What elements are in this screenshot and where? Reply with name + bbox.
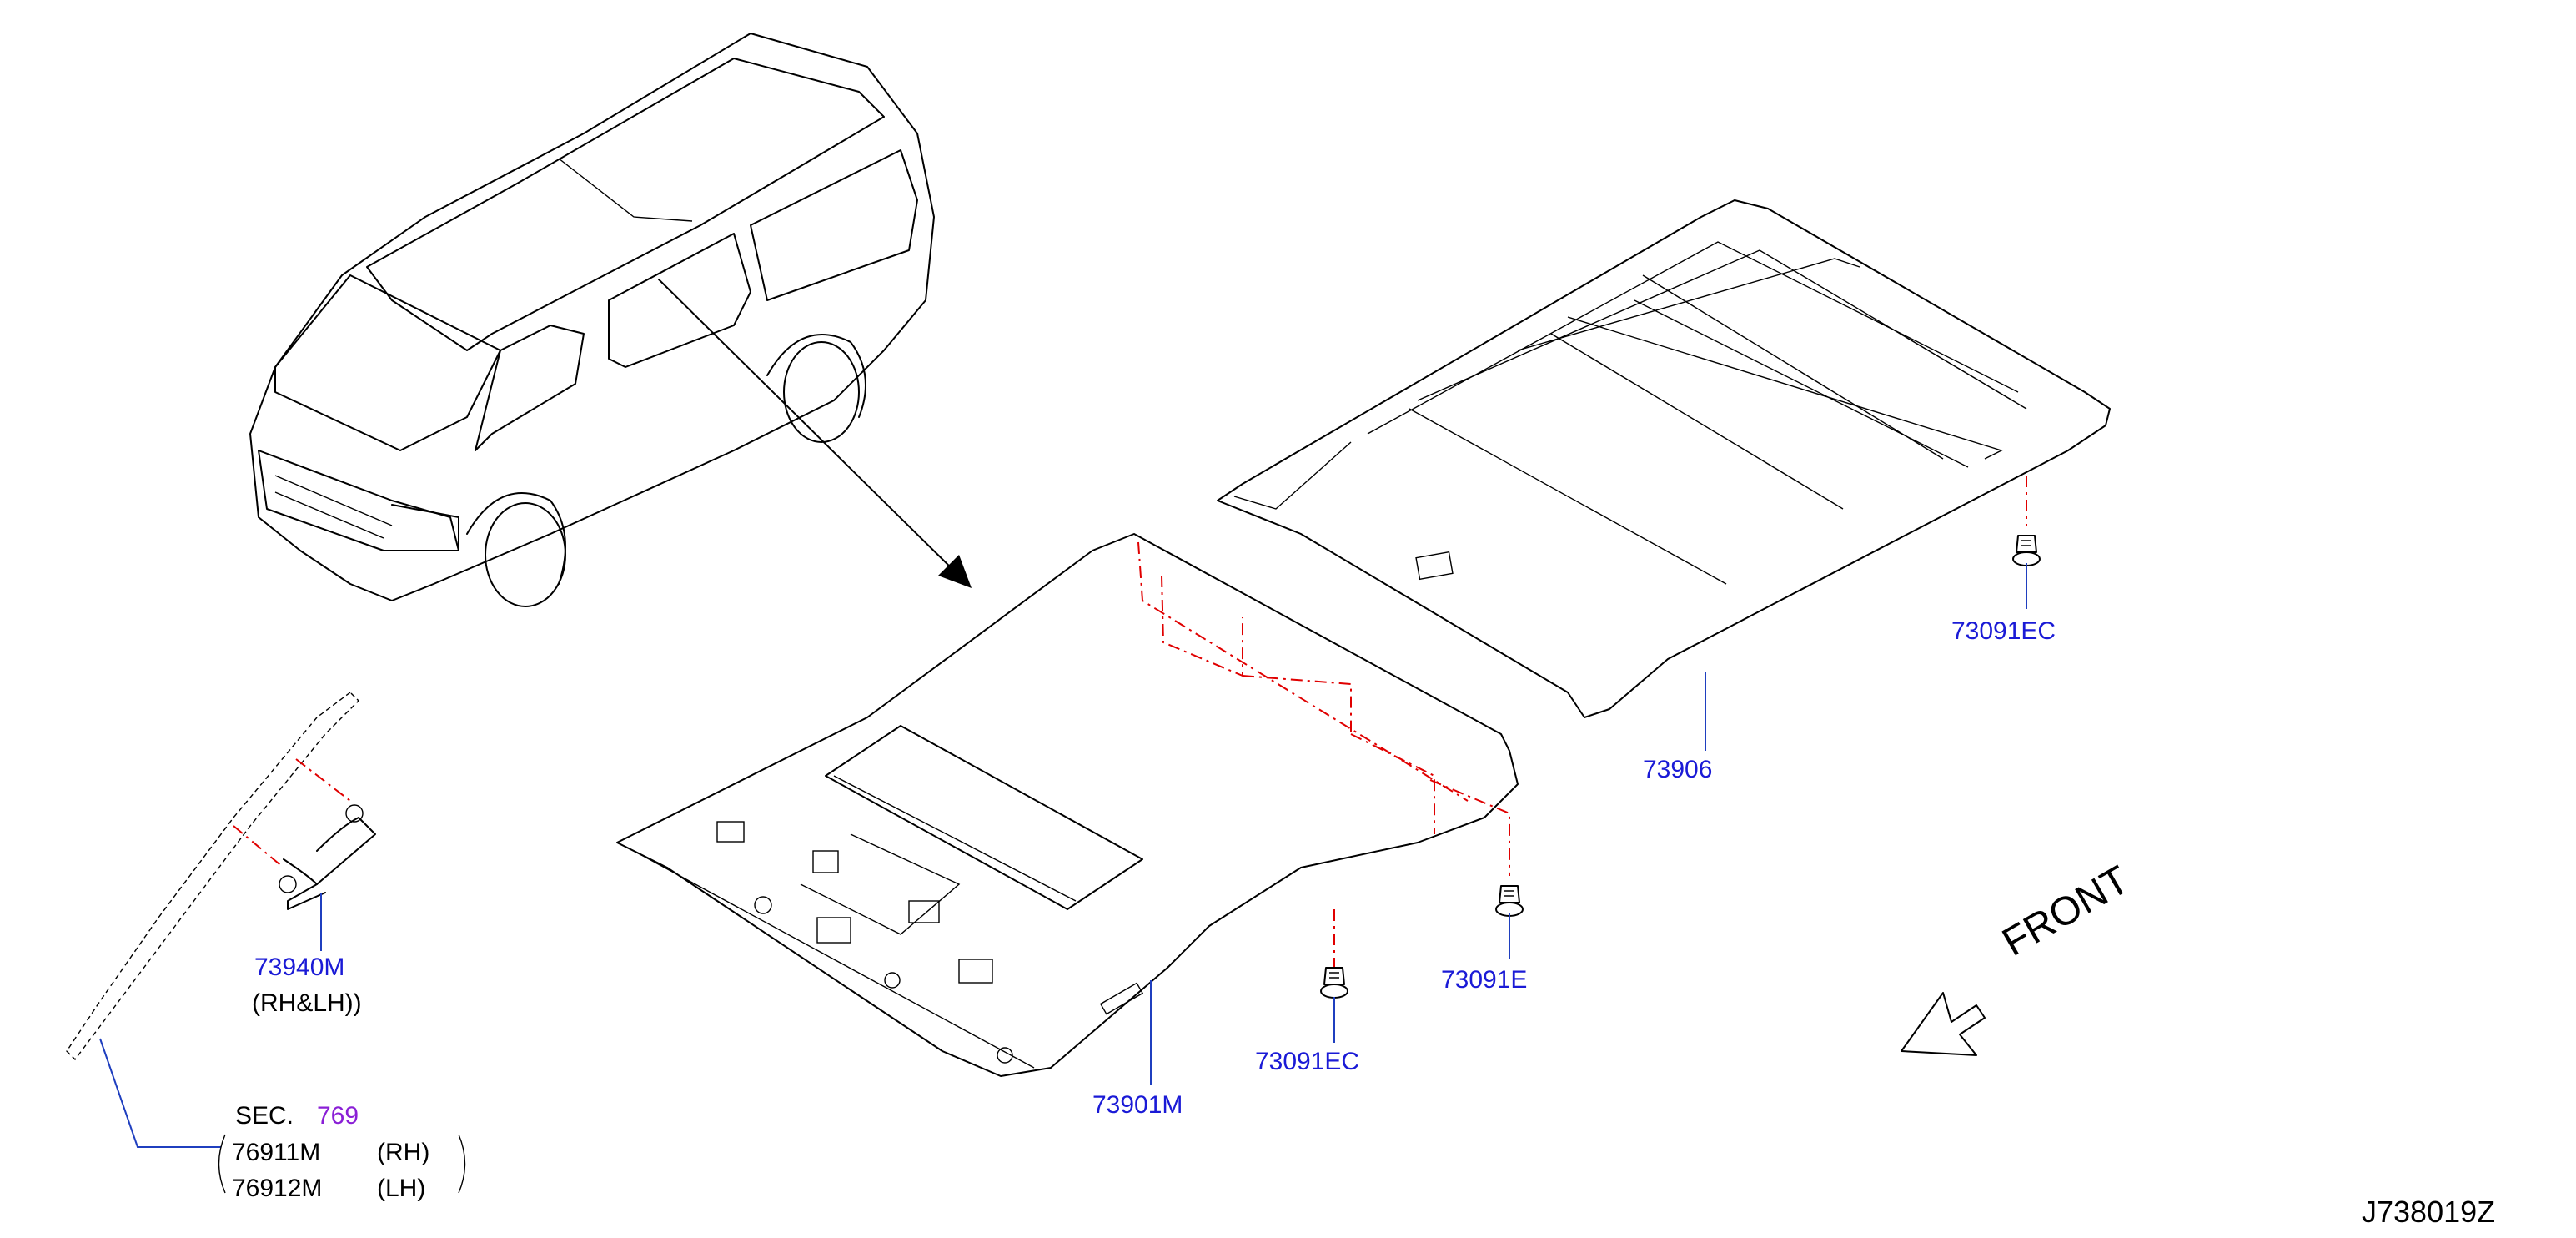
section-row-part: 76912M xyxy=(232,1175,323,1202)
part-label-73091EC-rear: 73091EC xyxy=(1951,617,2056,645)
section-prefix: SEC. xyxy=(235,1102,294,1130)
clip-73091EC-front-icon xyxy=(1320,967,1348,999)
part-label-73091E: 73091E xyxy=(1441,966,1528,994)
part-note-rh-lh: (RH&LH)) xyxy=(252,989,362,1017)
section-row-side: (LH) xyxy=(377,1175,426,1202)
front-headlining-panel xyxy=(616,533,1519,1077)
part-label-73901M: 73901M xyxy=(1092,1091,1183,1119)
part-label-73940M: 73940M xyxy=(254,954,345,981)
clip-73091EC-rear-icon xyxy=(2012,535,2041,566)
section-number: 769 xyxy=(317,1102,359,1130)
section-brackets xyxy=(218,1134,466,1194)
leader-lines xyxy=(99,563,2027,1148)
part-label-73906: 73906 xyxy=(1643,756,1713,783)
pillar-trim xyxy=(66,692,359,1061)
pointer-arrow xyxy=(658,279,972,588)
section-row-part: 76911M xyxy=(232,1139,321,1166)
diagram-code: J738019Z xyxy=(2362,1195,2496,1229)
assist-grip xyxy=(233,758,376,910)
part-label-73091EC-front: 73091EC xyxy=(1255,1048,1360,1075)
section-row-side: (RH) xyxy=(377,1139,430,1166)
van-illustration xyxy=(249,33,935,607)
clip-locating-lines xyxy=(1137,476,2027,968)
front-direction-arrow-icon xyxy=(1901,992,1986,1056)
rear-headlining-panel xyxy=(1217,199,2111,718)
clip-73091E-icon xyxy=(1495,885,1524,917)
